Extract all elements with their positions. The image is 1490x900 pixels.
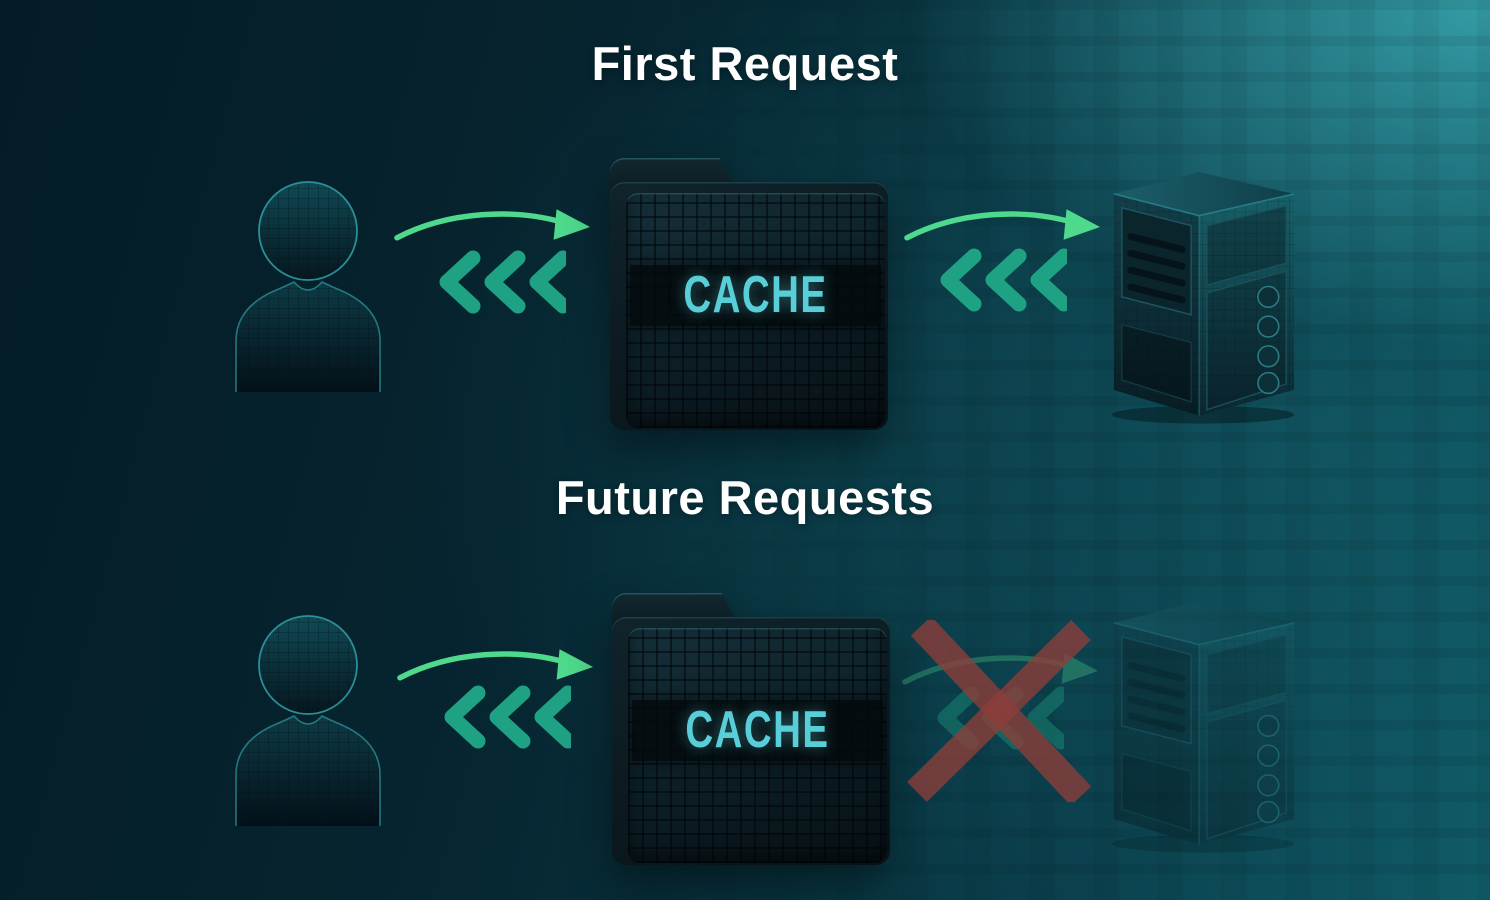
response-chevrons-icon xyxy=(933,248,1067,312)
section-title-future-requests: Future Requests xyxy=(555,471,935,524)
cache-label: CACHE xyxy=(683,266,828,325)
cache-label-strip: CACHE xyxy=(633,700,882,760)
user-icon xyxy=(228,612,390,827)
cache-folder: CACHE xyxy=(612,593,890,865)
server-icon-faded xyxy=(1104,575,1302,853)
user-icon xyxy=(228,178,390,393)
cache-label: CACHE xyxy=(685,701,830,760)
folder-front: CACHE xyxy=(626,193,885,428)
response-chevrons-icon xyxy=(432,250,566,314)
cache-label-strip: CACHE xyxy=(631,265,880,325)
red-x-icon xyxy=(905,620,1095,802)
server-icon xyxy=(1104,146,1302,424)
folder-front: CACHE xyxy=(628,628,887,863)
request-arrow-icon xyxy=(395,638,597,690)
request-arrow-icon xyxy=(392,198,594,250)
request-arrow-icon xyxy=(902,198,1104,250)
section-title-first-request: First Request xyxy=(591,37,899,90)
response-chevrons-icon xyxy=(437,685,571,749)
cache-folder: CACHE xyxy=(610,158,888,430)
